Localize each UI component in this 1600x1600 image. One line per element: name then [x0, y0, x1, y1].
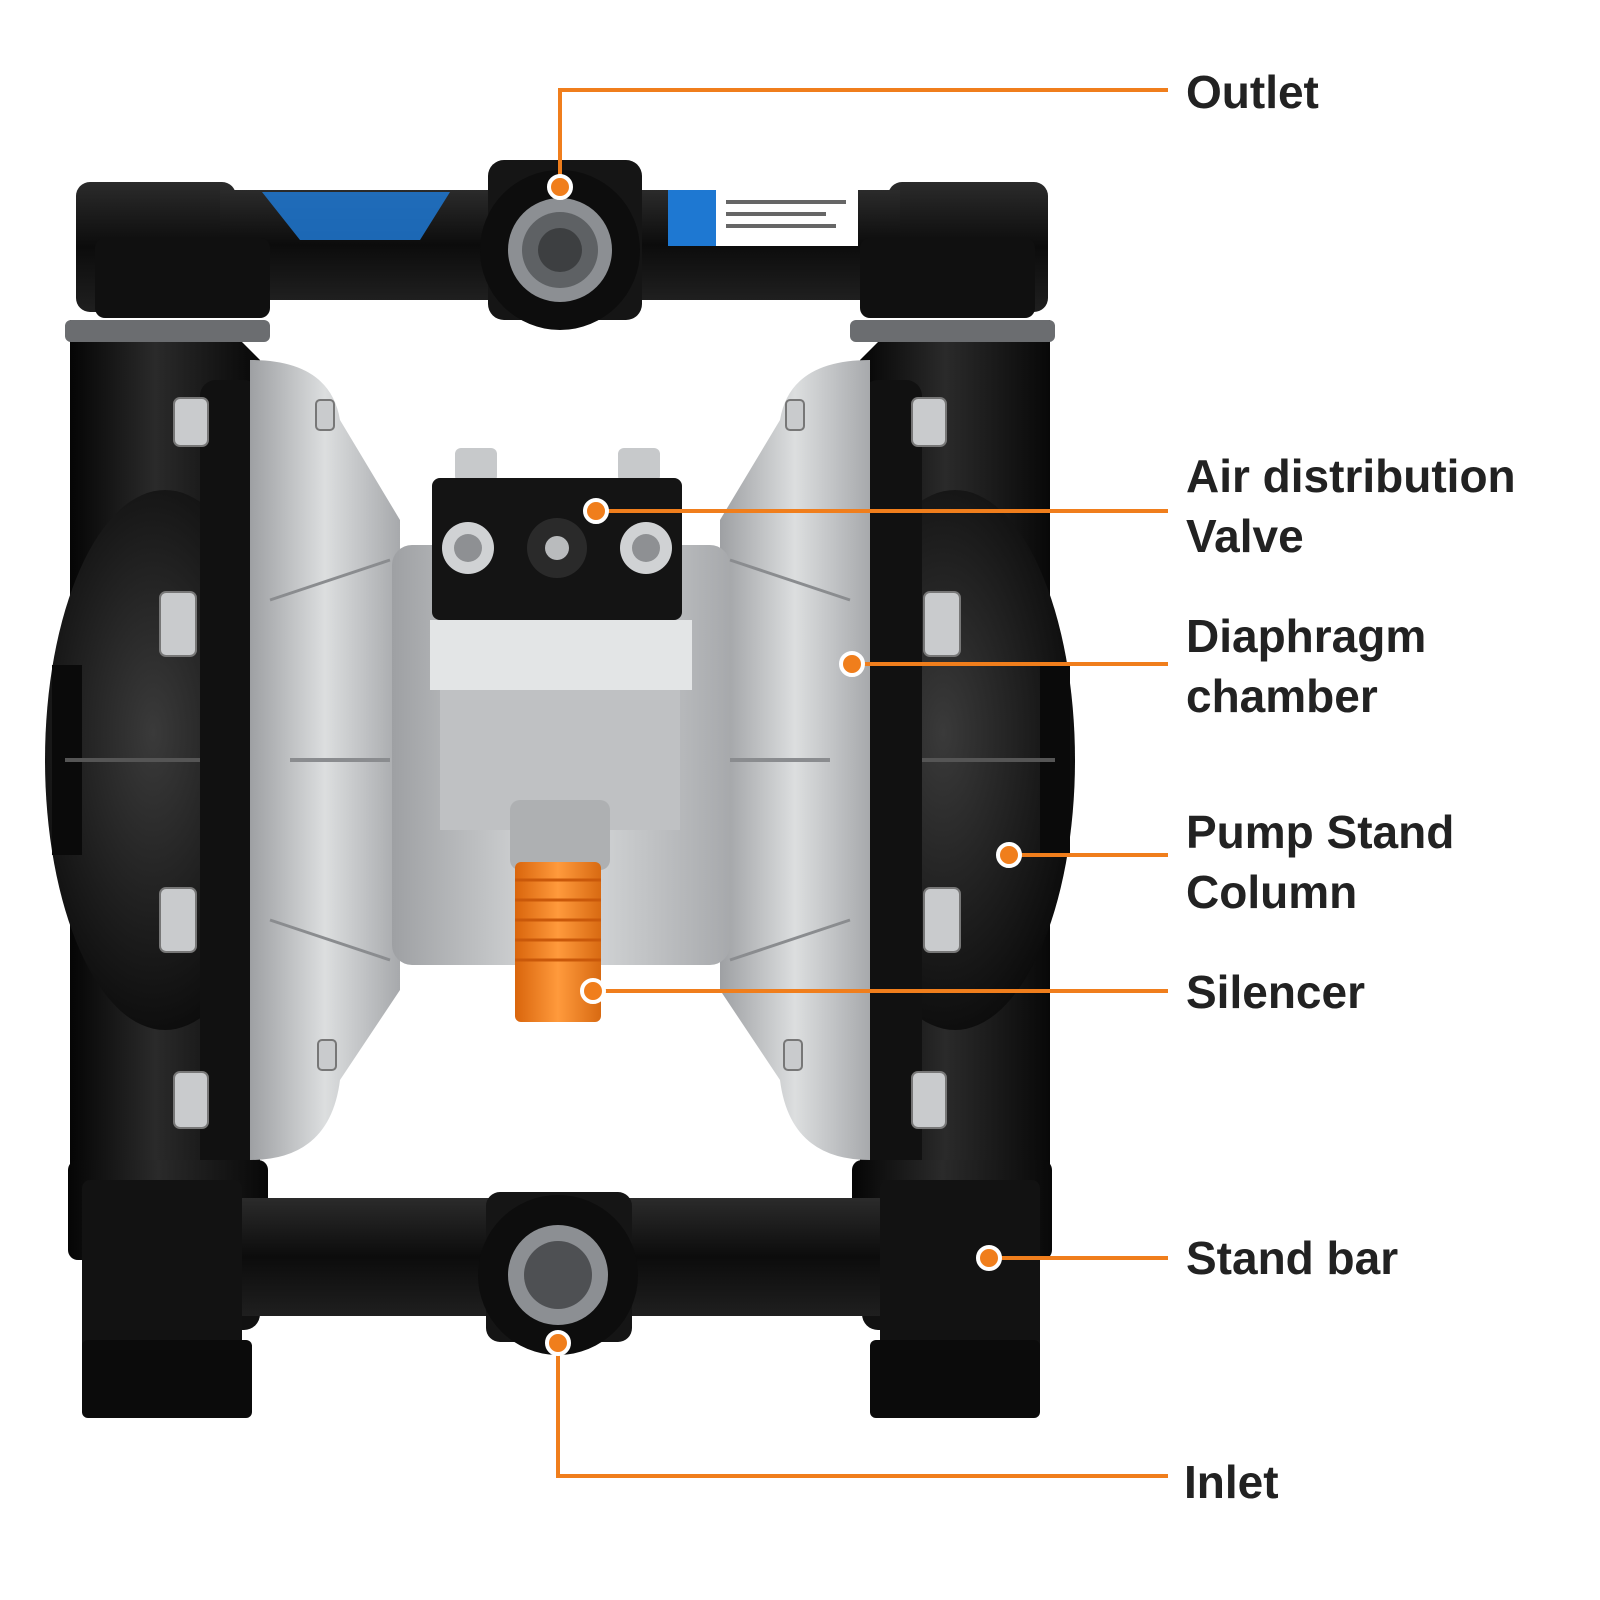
label-silencer: Silencer: [1186, 966, 1365, 1018]
label-diaphragm-chamber: Diaphragm chamber: [1186, 606, 1426, 726]
frame-plates: [200, 380, 922, 1330]
label-diaphragm-line2: chamber: [1186, 670, 1378, 722]
center-body: [392, 545, 730, 965]
dot-diaphragm: [839, 651, 865, 677]
dot-air-valve: [583, 498, 609, 524]
sticker-left: [262, 192, 450, 240]
label-air-valve-line2: Valve: [1186, 510, 1304, 562]
leader-outlet: [558, 88, 1168, 187]
warning-sticker: [668, 190, 858, 246]
label-air-distribution-valve: Air distribution Valve: [1186, 446, 1516, 566]
dot-inlet: [545, 1330, 571, 1356]
dot-pump-stand: [996, 842, 1022, 868]
bolts: [159, 397, 961, 1129]
label-inlet: Inlet: [1184, 1456, 1279, 1508]
callout-dots: [545, 174, 1022, 1356]
dot-stand-bar: [976, 1245, 1002, 1271]
label-pump-stand-line2: Column: [1186, 866, 1358, 918]
leader-inlet: [556, 1343, 1168, 1478]
label-outlet: Outlet: [1186, 66, 1319, 118]
label-air-valve-line1: Air distribution: [1186, 450, 1516, 502]
label-pump-stand-line1: Pump Stand: [1186, 806, 1455, 858]
stand-bar: [68, 1160, 1052, 1418]
label-pump-stand-column: Pump Stand Column: [1186, 802, 1454, 922]
aluminum-plates: [250, 360, 870, 1160]
label-diaphragm-line1: Diaphragm: [1186, 610, 1427, 662]
air-valve-block: [432, 448, 682, 620]
leader-lines: [556, 88, 1168, 1478]
outlet-manifold: [76, 160, 1048, 330]
silencer: [515, 862, 601, 1022]
dot-silencer: [580, 978, 606, 1004]
label-stand-bar: Stand bar: [1186, 1232, 1399, 1284]
dot-outlet: [547, 174, 573, 200]
